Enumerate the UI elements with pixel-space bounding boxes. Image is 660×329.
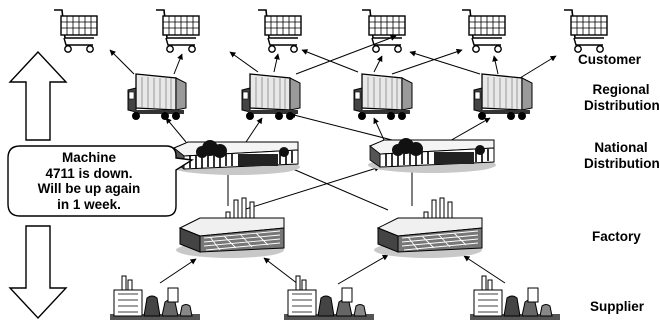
arrow-factory1-national2 (245, 165, 381, 210)
truck-icon (473, 73, 533, 121)
power-plant-icon (109, 275, 201, 321)
arrow-national2-regional2 (289, 112, 393, 141)
label-supplier-text: Supplier (590, 299, 645, 314)
callout-line: Will be up again (37, 181, 141, 196)
shopping-cart-icon (461, 9, 506, 54)
arrow-national2-regional4 (447, 117, 491, 143)
warehouse-icon (367, 137, 497, 174)
flow-arrows (109, 35, 557, 285)
arrow-national1-regional1 (165, 117, 187, 143)
shopping-cart-icon (563, 9, 608, 54)
power-plant-icon (283, 275, 375, 321)
callout-line: in 1 week. (57, 196, 121, 212)
shopping-cart-icon (361, 9, 406, 54)
power-plant-icon (469, 275, 561, 321)
arrow-regional1-cust1 (109, 49, 135, 75)
arrow-regional4-cust7 (519, 55, 557, 79)
label-regional-line1: Regional (592, 82, 650, 97)
down-flow-arrow (8, 225, 68, 320)
callout-message: Machine 4711 is down. Will be up again i… (8, 150, 170, 212)
truck-icon (127, 73, 187, 121)
arrow-regional2-cust5 (295, 35, 397, 75)
arrow-regional3-cust5 (373, 55, 383, 73)
arrow-regional2-cust3 (229, 51, 259, 73)
shopping-cart-icon (155, 9, 200, 54)
label-factory: Factory (592, 229, 641, 245)
label-regional-line2: Distribution (584, 98, 660, 113)
label-customer-text: Customer (578, 52, 642, 67)
label-factory-text: Factory (592, 229, 641, 244)
callout-line: 4711 is down. (45, 165, 133, 181)
label-national-line2: Distribution (584, 156, 660, 171)
factory-level (175, 197, 483, 259)
callout-line: Machine (61, 150, 116, 165)
arrow-supplier2-factory2 (337, 254, 389, 285)
arrow-regional2-cust4 (273, 53, 280, 73)
shopping-cart-icon (257, 9, 302, 54)
arrow-supplier1-factory1 (159, 258, 197, 284)
factory-icon (175, 197, 285, 259)
warehouse-icon (171, 139, 301, 176)
arrow-regional4-cust6 (492, 55, 499, 75)
arrow-factory2-national1 (285, 165, 389, 211)
arrow-regional1-cust2 (173, 53, 183, 75)
customer-level (53, 9, 608, 54)
supplier-level (109, 275, 561, 321)
callout-bubble (7, 145, 195, 217)
shopping-cart-icon (53, 9, 98, 54)
arrow-national1-regional2 (245, 117, 263, 143)
arrow-supplier2-factory1 (263, 257, 299, 285)
arrow-regional4-cust5 (409, 50, 481, 75)
truck-icon (353, 73, 413, 121)
label-supplier: Supplier (590, 299, 644, 315)
national-distribution-level (171, 137, 497, 176)
arrow-regional3-cust4 (301, 49, 359, 73)
arrow-regional3-cust6 (391, 48, 463, 75)
arrow-supplier3-factory2 (463, 255, 506, 284)
label-regional-distribution: Regional Distribution (584, 82, 660, 114)
label-national-distribution: National Distribution (584, 140, 660, 172)
label-customer: Customer (578, 52, 641, 68)
regional-distribution-level (127, 73, 533, 121)
up-flow-arrow (8, 50, 68, 141)
truck-icon (241, 73, 301, 121)
factory-icon (373, 197, 483, 259)
arrow-national2-regional3 (373, 117, 385, 141)
label-national-line1: National (594, 140, 648, 155)
